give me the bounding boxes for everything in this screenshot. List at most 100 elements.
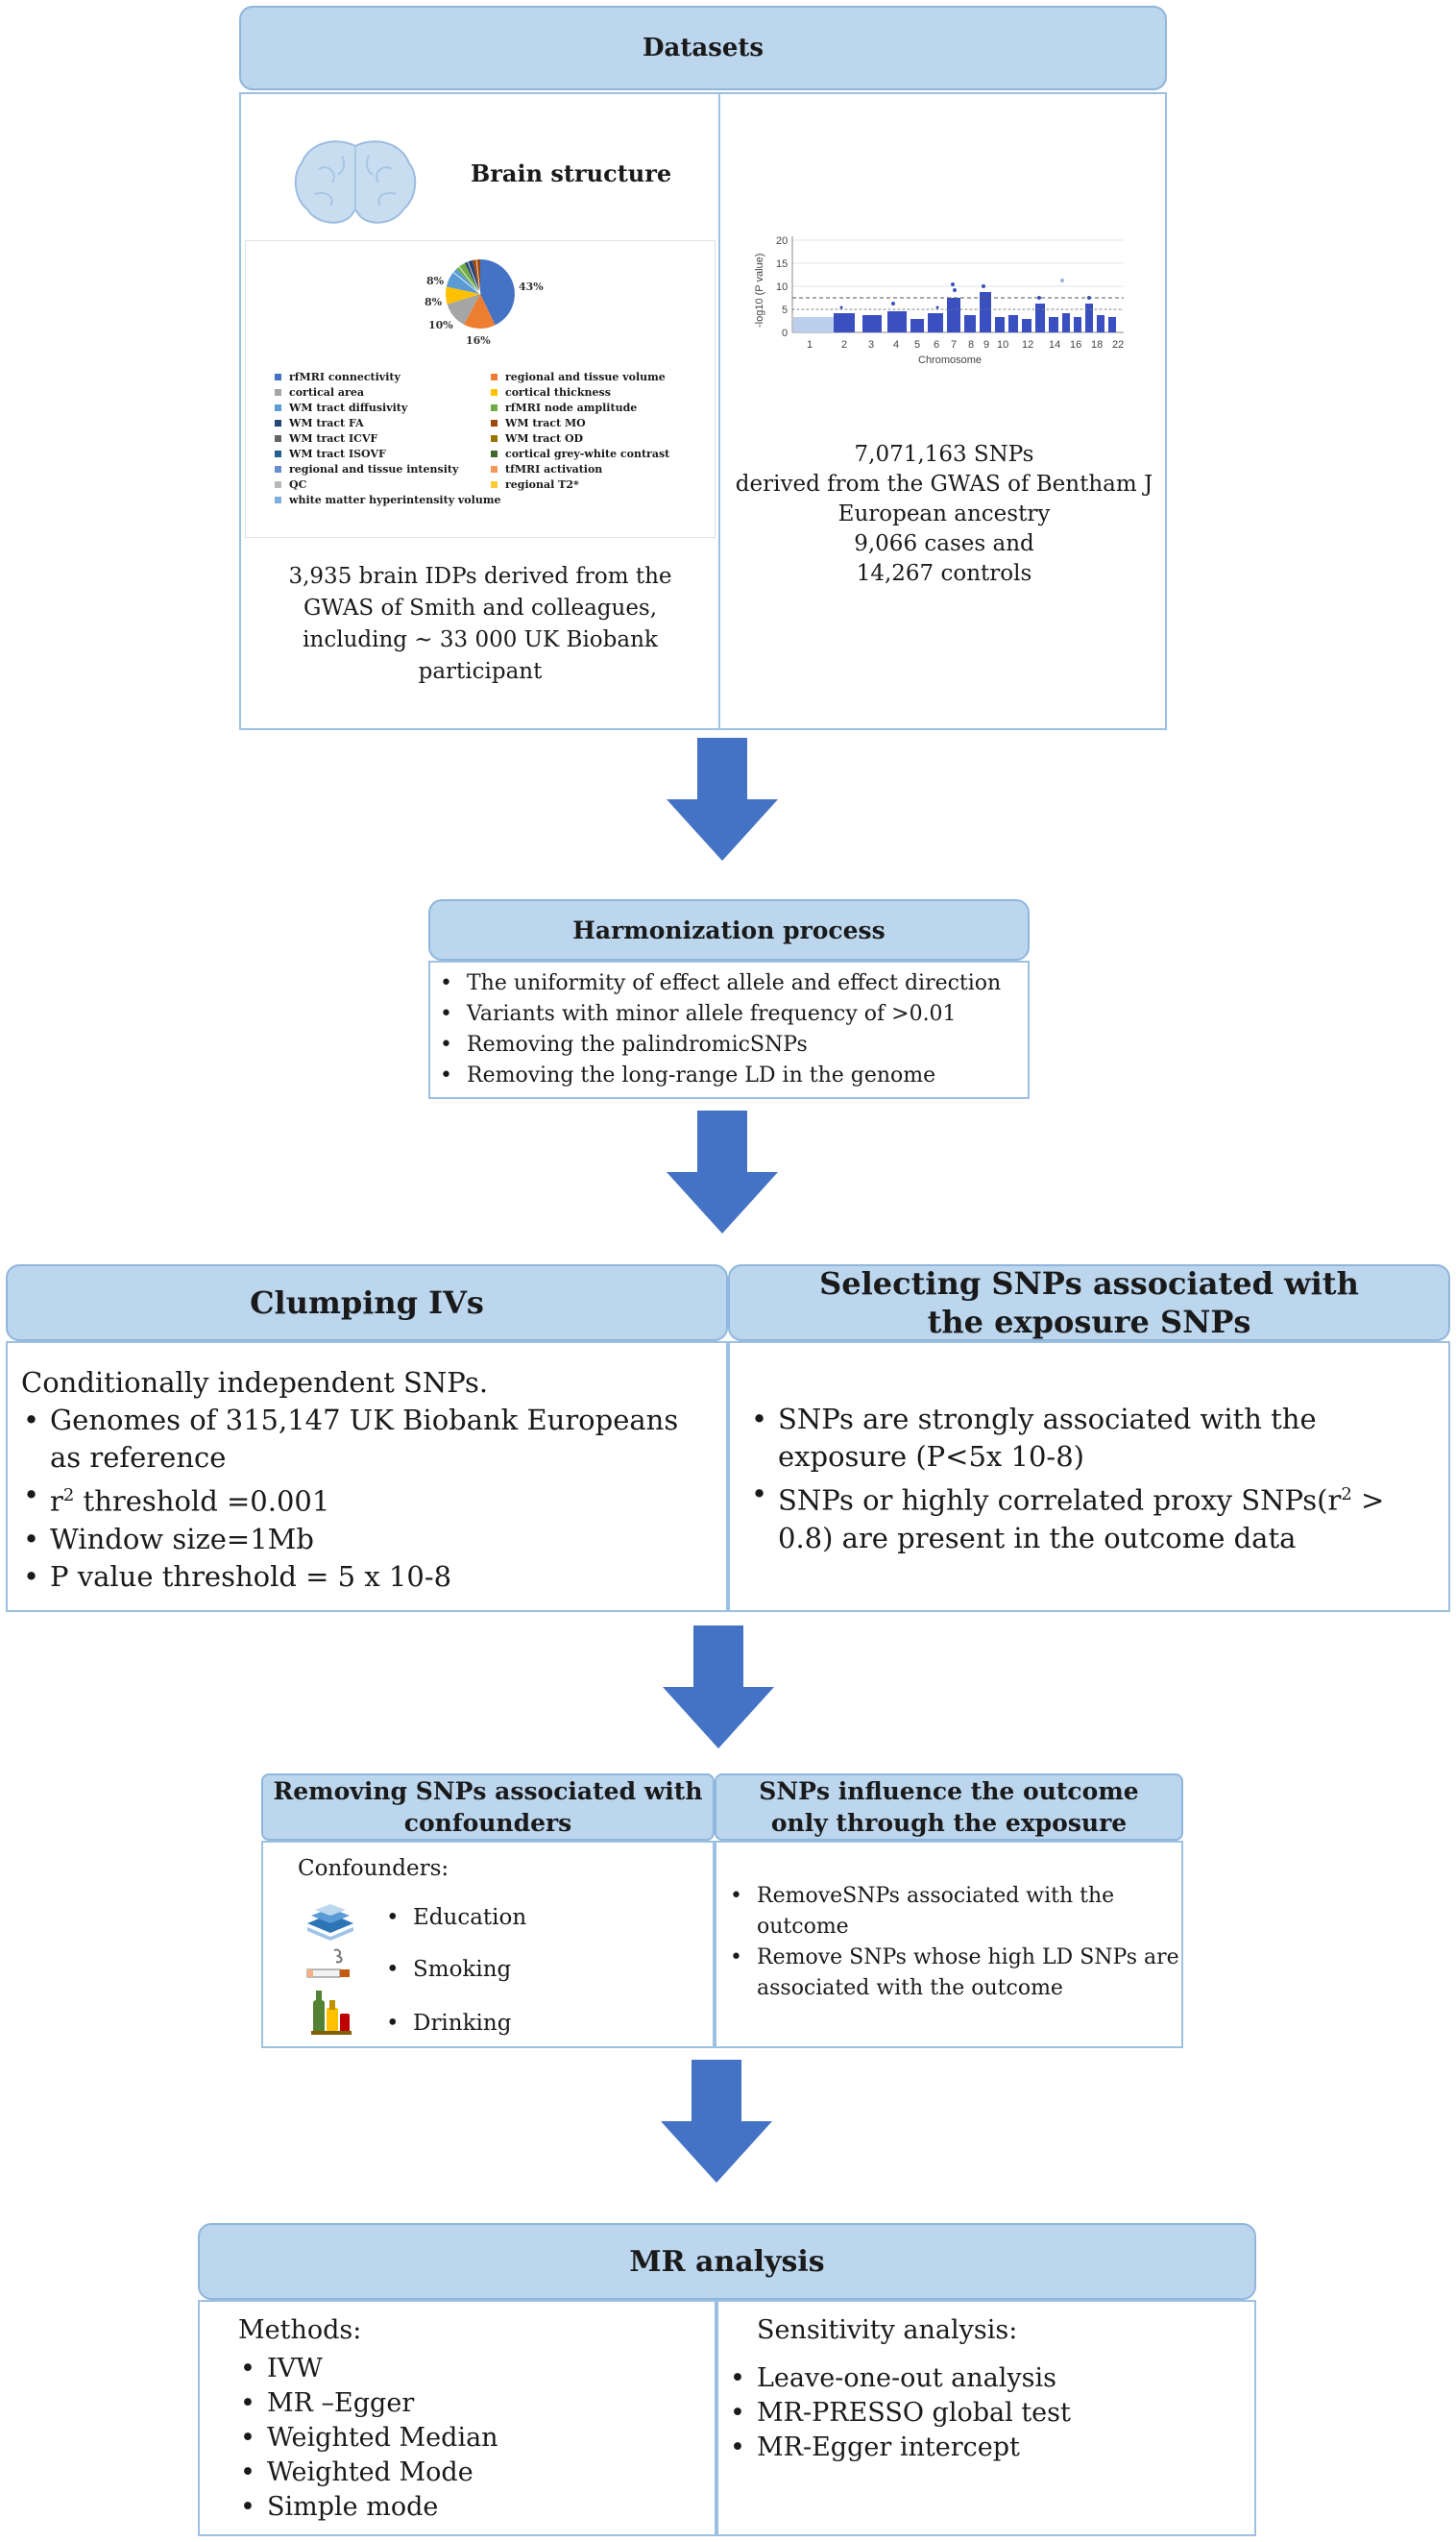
clumping-item: Window size=1Mb	[21, 1521, 713, 1558]
book-stack-icon	[307, 1904, 353, 1941]
legend-item: WM tract diffusivity	[275, 402, 481, 414]
outcome-only-title: SNPs influence the outcome only through …	[759, 1777, 1139, 1837]
mr-sensitivity-panel: Sensitivity analysis: Leave-one-out anal…	[716, 2300, 1256, 2536]
pie-slice-area	[447, 294, 480, 325]
selecting-panel: SNPs are strongly associated with the ex…	[728, 1341, 1450, 1612]
ytick: 5	[782, 305, 788, 316]
manhattan-xlabel: Chromosome	[918, 354, 982, 366]
mr-sensitivity-label: Sensitivity analysis:	[757, 2315, 1018, 2345]
mr-method-item: Simple mode	[238, 2490, 715, 2525]
ytick: 15	[776, 258, 788, 270]
outcome-only-header: SNPs influence the outcome only through …	[715, 1773, 1183, 1841]
flow-arrow-2	[667, 1111, 778, 1234]
pie-slice-thickness	[445, 286, 480, 305]
confounders-list: Education Smoking Drinking	[384, 1898, 526, 2042]
flow-arrow-4	[661, 2060, 772, 2183]
clumping-title: Clumping IVs	[250, 1284, 484, 1321]
legend-item: cortical thickness	[491, 386, 697, 399]
flow-arrow-3	[663, 1625, 774, 1748]
legend-item: WM tract OD	[491, 432, 697, 445]
legend-item: WM tract ISOVF	[275, 448, 481, 460]
legend-item: WM tract ICVF	[275, 432, 481, 445]
xtick: 18	[1091, 339, 1103, 351]
confounders-header: Removing SNPs associated with confounder…	[261, 1773, 715, 1841]
harmonization-item: The uniformity of effect allele and effe…	[438, 968, 1020, 999]
datasets-title: Datasets	[642, 34, 764, 62]
mr-methods-panel: Methods: IVW MR –Egger Weighted Median W…	[198, 2300, 716, 2536]
outcome-only-list: RemoveSNPs associated with the outcome R…	[728, 1881, 1179, 2004]
xtick: 1	[807, 339, 813, 351]
legend-item: cortical grey-white contrast	[491, 448, 697, 460]
pie-slice-other-3	[473, 259, 480, 294]
mr-sensitivity-item: Leave-one-out analysis	[728, 2361, 1254, 2396]
legend-item: cortical area	[275, 386, 481, 399]
brain-icon	[294, 140, 417, 224]
flow-arrow-1	[667, 738, 778, 861]
legend-item: WM tract FA	[275, 417, 481, 429]
pie-label-16: 16%	[466, 334, 491, 347]
mr-method-item: Weighted Mode	[238, 2456, 715, 2490]
pie-label-10: 10%	[428, 319, 453, 331]
pie-label-43: 43%	[519, 281, 544, 293]
xtick: 12	[1022, 339, 1033, 351]
datasets-divider	[718, 92, 720, 730]
legend-item: tfMRI activation	[491, 463, 697, 476]
brain-structure-heading: Brain structure	[471, 159, 672, 187]
gwas-desc-line: European ancestry	[837, 501, 1051, 526]
pie-label-8a: 8%	[426, 275, 445, 287]
legend-item: regional and tissue volume	[491, 371, 697, 383]
legend-item: regional and tissue intensity	[275, 463, 481, 476]
xtick: 14	[1049, 339, 1060, 351]
clumping-item: r2 threshold =0.001	[21, 1477, 713, 1521]
gwas-desc-line: derived from the GWAS of Bentham J	[735, 472, 1153, 497]
pie-slice-other-2	[465, 259, 480, 294]
datasets-header: Datasets	[239, 6, 1167, 90]
brain-dataset-description: 3,935 brain IDPs derived from the GWAS o…	[288, 564, 672, 684]
manhattan-plot: -log10 (P value) 20 15 10 5 0	[754, 235, 1124, 366]
ytick: 20	[776, 235, 788, 247]
legend-item: QC	[275, 478, 481, 491]
brain-idp-pie-chart	[445, 259, 515, 329]
mr-method-item: IVW	[238, 2352, 715, 2386]
xtick: 3	[868, 339, 874, 351]
clumping-item: P value threshold = 5 x 10-8	[21, 1558, 713, 1596]
brain-idp-chart-panel	[245, 240, 716, 538]
harmonization-item: Removing the long-range LD in the genome	[438, 1061, 1020, 1091]
harmonization-item: Removing the palindromicSNPs	[438, 1030, 1020, 1061]
harmonization-item: Variants with minor allele frequency of …	[438, 999, 1020, 1030]
confounder-item-smoking: Smoking	[384, 1950, 526, 2004]
xtick: 10	[997, 339, 1008, 351]
legend-item: WM tract MO	[491, 417, 697, 429]
xtick: 8	[968, 339, 974, 351]
selecting-item: SNPs or highly correlated proxy SNPs(r2 …	[749, 1476, 1429, 1557]
legend-item: rfMRI connectivity	[275, 371, 481, 383]
clumping-intro: Conditionally independent SNPs.	[21, 1366, 489, 1399]
legend-item: rfMRI node amplitude	[491, 402, 697, 414]
clumping-header: Clumping IVs	[6, 1264, 728, 1341]
confounder-item-drinking: Drinking	[384, 2004, 526, 2042]
legend-item: white matter hyperintensity volume	[275, 494, 697, 506]
confounders-label: Confounders:	[298, 1856, 449, 1881]
xtick: 7	[951, 339, 957, 351]
outcome-only-item: RemoveSNPs associated with the outcome	[728, 1881, 1179, 1943]
outcome-only-item: Remove SNPs whose high LD SNPs are assoc…	[728, 1943, 1179, 2004]
mr-method-item: MR –Egger	[238, 2386, 715, 2421]
clumping-item: Genomes of 315,147 UK Biobank Europeans …	[21, 1402, 713, 1477]
bottles-icon	[311, 1991, 352, 2035]
ytick: 10	[776, 281, 788, 293]
pie-label-8b: 8%	[425, 296, 443, 308]
pie-slice-rfmri	[480, 259, 515, 326]
ytick: 0	[782, 328, 788, 339]
xtick: 9	[983, 339, 989, 351]
mr-method-item: Weighted Median	[238, 2421, 715, 2456]
mr-analysis-title: MR analysis	[629, 2244, 825, 2279]
legend-item: regional T2*	[491, 478, 697, 491]
gwas-desc-line: 14,267 controls	[856, 561, 1032, 586]
selecting-item: SNPs are strongly associated with the ex…	[749, 1401, 1429, 1476]
xtick: 6	[934, 339, 939, 351]
confounder-item-education: Education	[384, 1898, 526, 1950]
harmonization-title: Harmonization process	[572, 916, 886, 944]
confounders-title: Removing SNPs associated with confounder…	[273, 1777, 703, 1837]
selecting-title: Selecting SNPs associated with the expos…	[819, 1265, 1359, 1340]
manhattan-ylabel: -log10 (P value)	[754, 254, 765, 328]
